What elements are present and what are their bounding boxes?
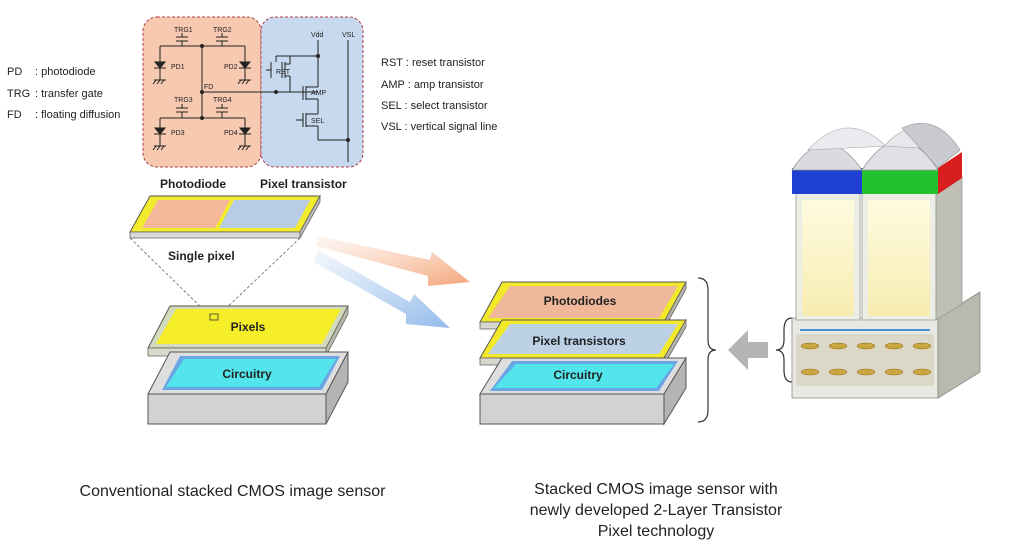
circuit-labels: TRG1 TRG2 TRG3 TRG4 PD1 PD2 PD3 PD4 FD V… (171, 27, 355, 137)
new-tech-caption: Stacked CMOS image sensor with newly dev… (470, 479, 842, 542)
stack-brace (697, 277, 717, 423)
legend-item-pd: PD : photodiode (7, 66, 96, 78)
legend-desc: : vertical signal line (404, 121, 498, 133)
new-tech-caption-line1: Stacked CMOS image sensor with (534, 481, 778, 498)
sel-label: SEL (311, 118, 324, 125)
new-photodiodes-label: Photodiodes (544, 294, 617, 308)
trg3-label: TRG3 (174, 97, 193, 104)
vdd-label: Vdd (311, 32, 324, 39)
legend-abbr: PD (7, 66, 23, 78)
legend-item-rst: RST : reset transistor (381, 57, 485, 69)
circuit-wiring (152, 33, 349, 162)
pd3-label: PD3 (171, 130, 185, 137)
conventional-caption: Conventional stacked CMOS image sensor (79, 483, 386, 500)
legend-item-trg: TRG : transfer gate (7, 88, 103, 100)
arrow-orange (316, 236, 470, 286)
single-pixel-plate (129, 194, 321, 240)
photodiode-region-label: Photodiode (160, 177, 226, 191)
legend-item-sel: SEL : select transistor (381, 100, 488, 112)
conventional-pixels-label: Pixels (231, 320, 266, 334)
conventional-circuitry-block (147, 351, 349, 425)
legend-abbr: VSL (381, 121, 402, 133)
vsl-label: VSL (342, 32, 355, 39)
pd1-label: PD1 (171, 64, 185, 71)
new-circuitry-block (479, 356, 687, 426)
amp-label: AMP (311, 90, 327, 97)
rst-label: RST (276, 69, 291, 76)
trg1-label: TRG1 (174, 27, 193, 34)
pd2-label: PD2 (224, 64, 238, 71)
fd-label: FD (204, 84, 213, 91)
new-pixel-transistors-layer (479, 318, 687, 367)
pixel-transistor-region-label: Pixel transistor (260, 177, 347, 191)
trg4-label: TRG4 (213, 97, 232, 104)
legend-item-fd: FD : floating diffusion (7, 109, 120, 121)
legend-item-vsl: VSL : vertical signal line (381, 121, 497, 133)
legend-abbr: FD (7, 109, 22, 121)
pd4-label: PD4 (224, 130, 238, 137)
new-circuitry-label: Circuitry (553, 368, 603, 382)
legend-desc: : floating diffusion (35, 109, 121, 121)
new-pixel-transistors-label: Pixel transistors (532, 334, 626, 348)
sensor-brace (775, 317, 793, 383)
circuit-nodes (200, 44, 350, 142)
legend-desc: : select transistor (404, 100, 488, 112)
legend-desc: : reset transistor (405, 57, 485, 69)
new-tech-caption-line2: newly developed 2-Layer Transistor (529, 502, 783, 519)
legend-abbr: RST (381, 57, 403, 69)
arrow-blue (314, 250, 450, 328)
arrow-gray (728, 330, 768, 370)
legend-desc: : amp transistor (407, 79, 484, 91)
sensor-3d-illustration (791, 123, 981, 399)
legend-item-amp: AMP : amp transistor (381, 79, 484, 91)
trg2-label: TRG2 (213, 27, 232, 34)
conventional-circuitry-label: Circuitry (222, 367, 272, 381)
single-pixel-label: Single pixel (168, 249, 235, 263)
legend-desc: : photodiode (35, 66, 96, 78)
legend-abbr: AMP (381, 79, 405, 91)
new-tech-caption-line3: Pixel technology (597, 523, 715, 540)
pixel-zoom-lines (129, 237, 301, 315)
legend-abbr: SEL (381, 100, 402, 112)
legend-desc: : transfer gate (35, 88, 103, 100)
legend-abbr: TRG (7, 88, 31, 100)
